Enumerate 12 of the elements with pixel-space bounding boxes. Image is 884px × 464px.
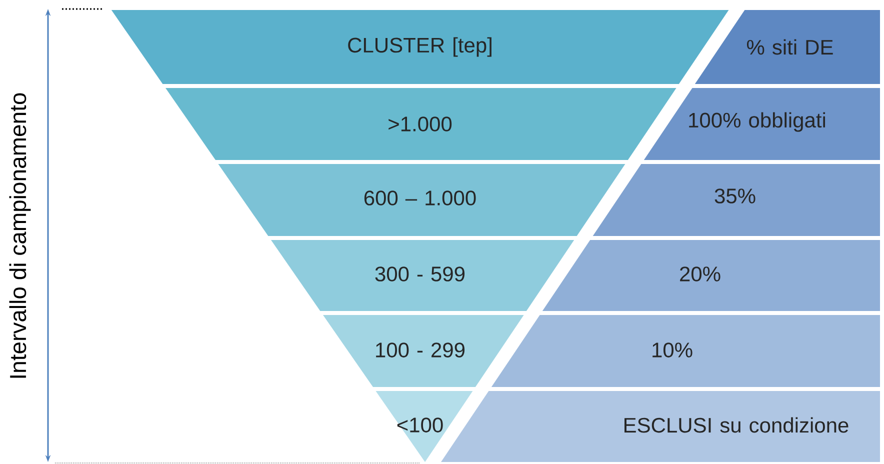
percentage-band: 35% <box>592 164 880 236</box>
funnel-band: CLUSTER [tep] <box>111 10 729 84</box>
funnel-band: <100 <box>376 391 473 462</box>
funnel-band: 300 - 599 <box>271 240 574 311</box>
funnel-band: 100 - 299 <box>323 315 524 387</box>
percentage-band: 10% <box>491 315 880 387</box>
axis-label: Intervallo di campionamento <box>9 93 31 378</box>
funnel-band: 600 – 1.000 <box>218 164 626 236</box>
percentage-band: % siti DE <box>694 10 880 84</box>
percentage-band: 20% <box>542 240 880 311</box>
percentage-band: 100% obbligati <box>644 88 880 160</box>
funnel-band: >1.000 <box>166 88 676 160</box>
